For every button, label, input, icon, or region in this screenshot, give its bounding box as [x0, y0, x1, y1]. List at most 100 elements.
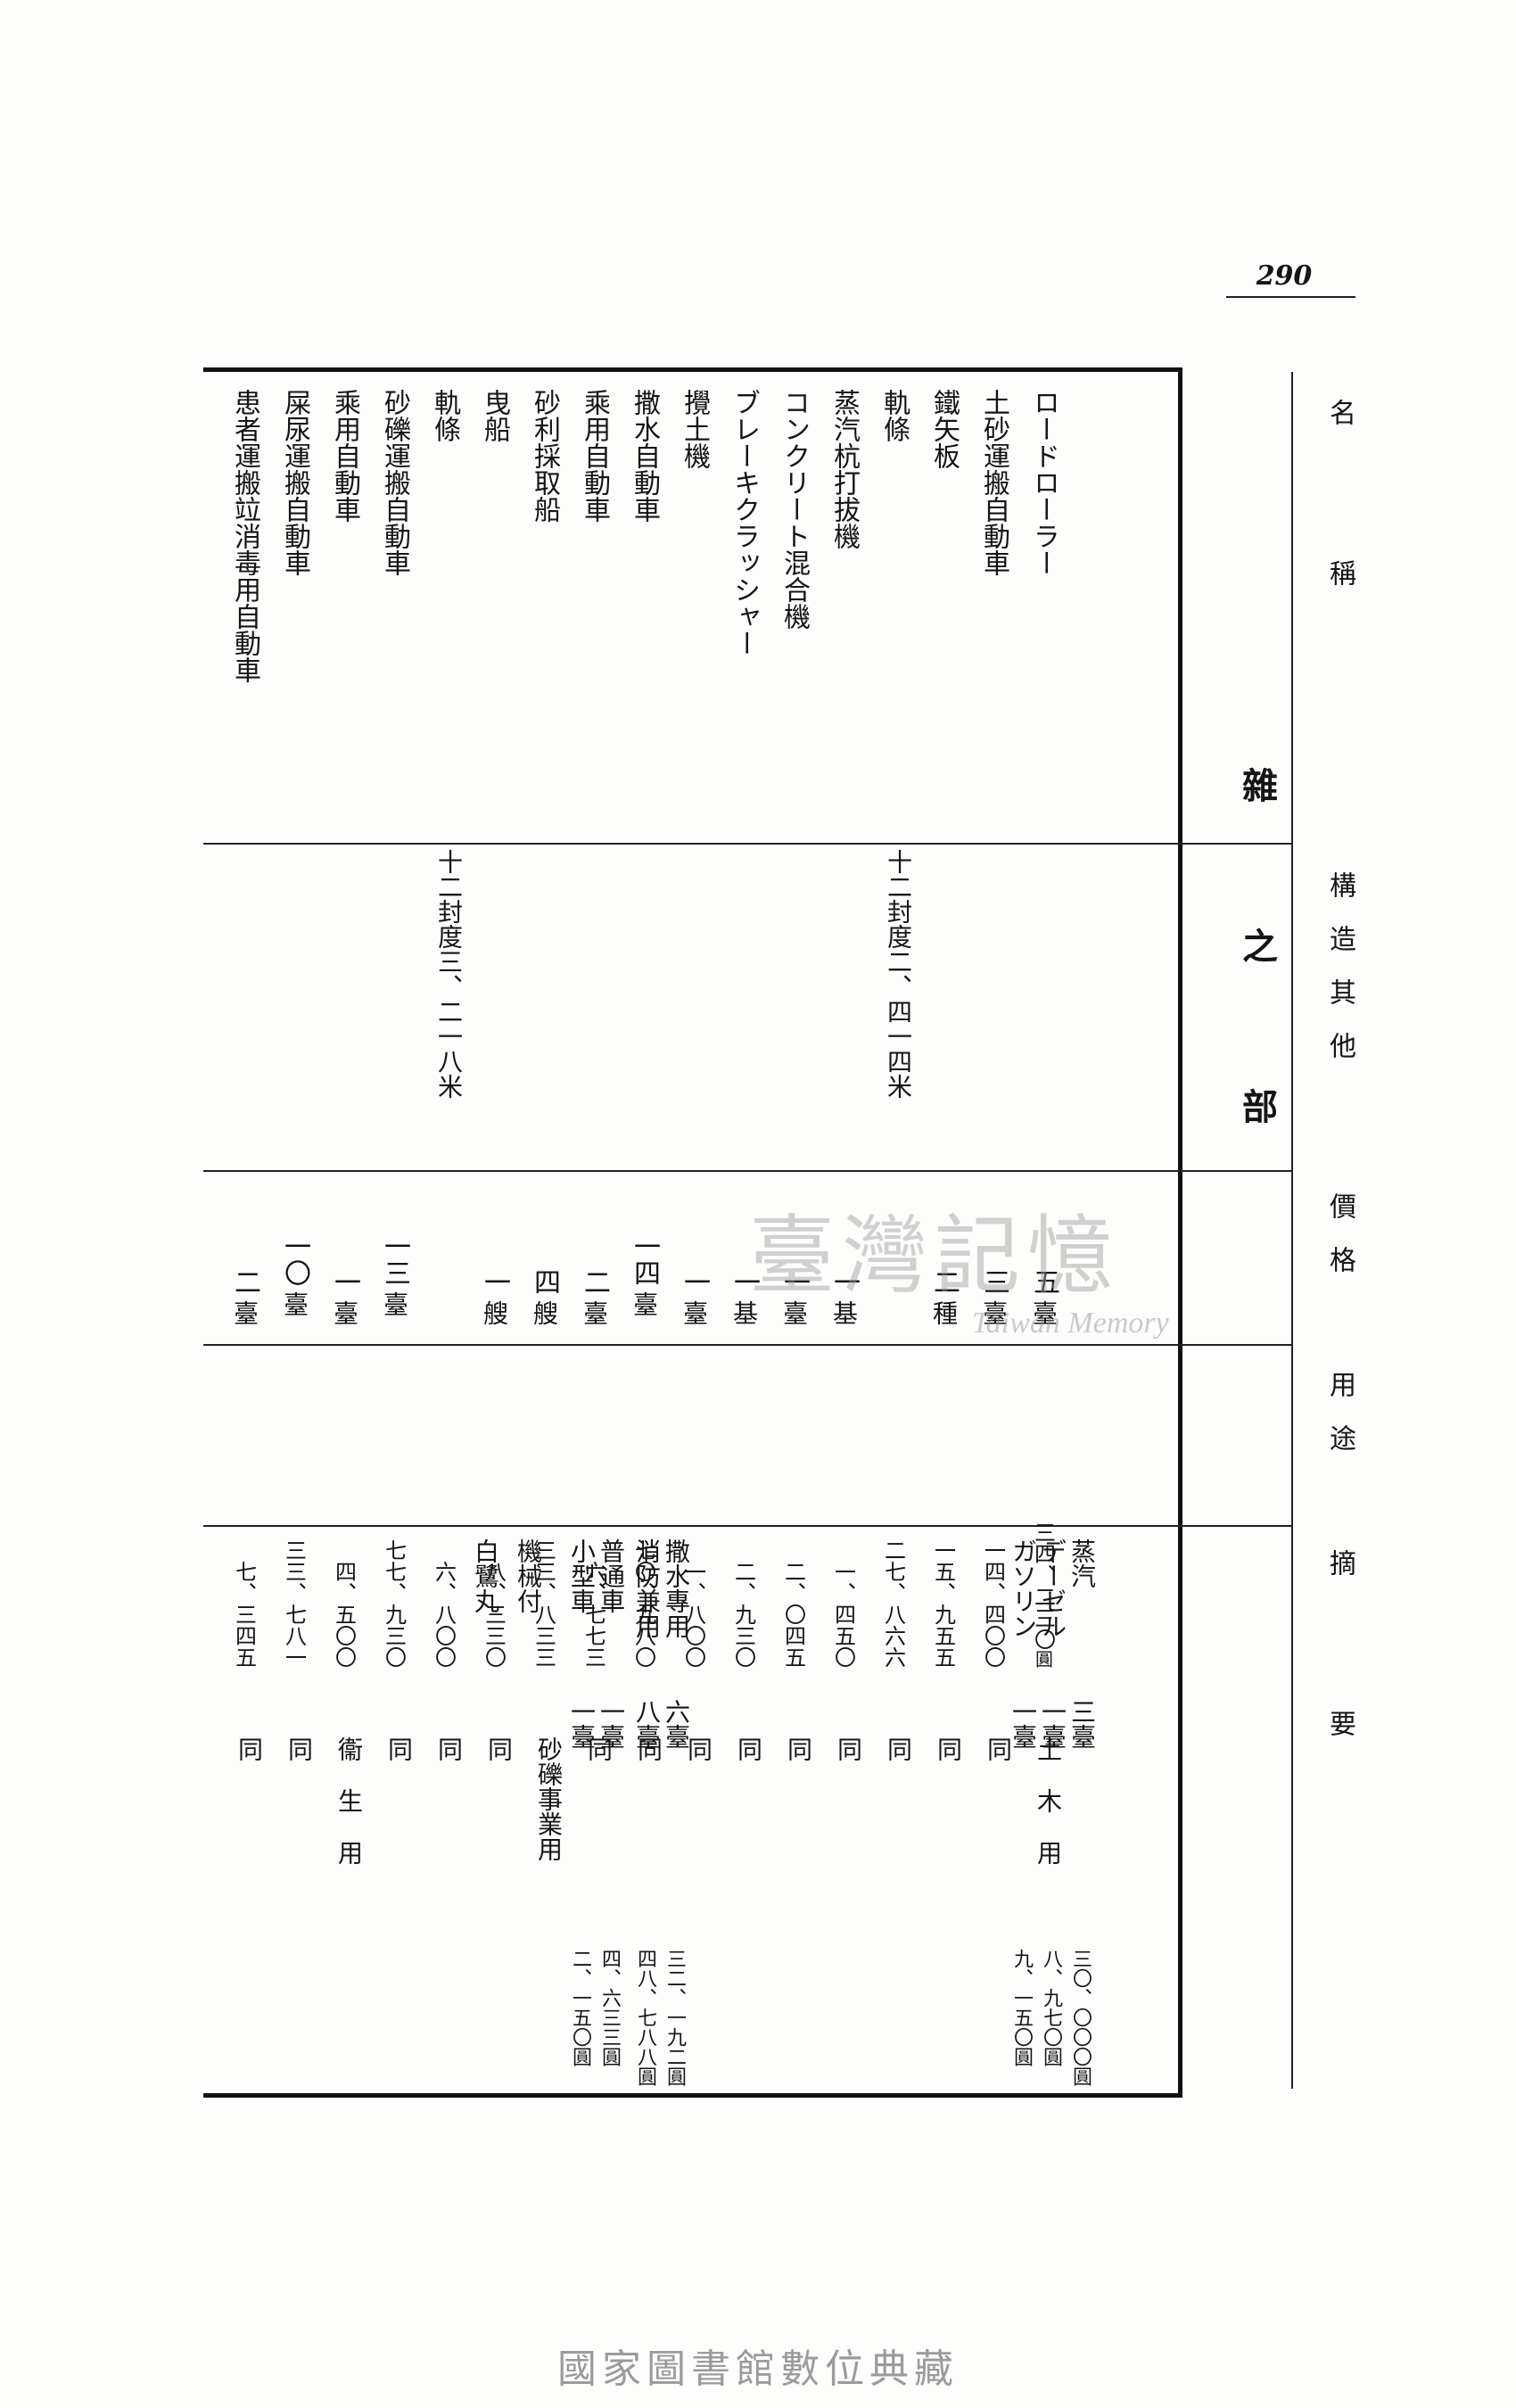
- item-price: 七、三四五: [231, 1561, 257, 1668]
- remark-passenger-label-2: 小型車: [567, 1538, 597, 1613]
- item-count: 一基: [729, 1268, 760, 1325]
- item-price: 二、〇四五: [780, 1561, 806, 1668]
- table-row: 攪土機一臺一、八〇〇同: [671, 367, 716, 2089]
- price-use-divider: [203, 1344, 1291, 1346]
- table-row: コンクリート混合機一臺二、〇四五同: [771, 367, 816, 2089]
- page-number: 290: [1256, 260, 1313, 292]
- item-price: 六、八〇〇: [431, 1561, 457, 1668]
- header-remark: 摘 要: [1324, 1549, 1355, 1736]
- table-row: 乘用自動車一臺四、五〇〇衞生用: [322, 367, 367, 2089]
- table-row: 砂利採取船四艘三三、八三三砂礫事業用: [522, 367, 566, 2089]
- remark-passenger-amount-1: 四、六三三圓: [598, 1949, 621, 2066]
- table-row: 患者運搬竝消毒用自動車二臺七、三四五同: [222, 367, 267, 2089]
- item-use: 同: [834, 1736, 863, 1761]
- item-use: 同: [934, 1736, 963, 1761]
- item-name: 軌條: [878, 389, 910, 442]
- item-name: 蒸汽杭打拔機: [828, 389, 860, 549]
- item-price: 三三、七八一: [281, 1539, 307, 1668]
- watermark: 臺灣記憶 Taiwan Memory: [749, 1186, 1248, 1356]
- remark-roller-label-3: ガソリン: [1009, 1538, 1038, 1638]
- remark-sprinkler-label-1: 撒水專用: [662, 1538, 691, 1638]
- item-use: 同: [484, 1736, 514, 1761]
- remark-passenger-count-1: 一臺: [597, 1699, 626, 1749]
- item-price: 七七、九三〇: [381, 1539, 407, 1668]
- table-row: 軌條十二封度二、四一四米二七、八六六同: [871, 367, 916, 2089]
- equipment-table: 名 稱 構 造 其 他 價 格 用 途 摘 要: [203, 367, 1355, 2098]
- remark-roller-label-1: 蒸汽: [1067, 1538, 1097, 1588]
- remark-sprinkler-amount-2: 四八、七八八圓: [634, 1949, 656, 2086]
- header-use: 用 途: [1324, 1371, 1355, 1451]
- item-price: 一五、九五五: [930, 1539, 956, 1668]
- item-count: 一三臺: [379, 1233, 410, 1316]
- item-price: 六、七七三: [581, 1561, 606, 1668]
- item-name: コンクリート混合機: [779, 389, 810, 630]
- item-price: 一四、四〇〇: [980, 1539, 1006, 1668]
- item-price: 四、五〇〇: [331, 1561, 357, 1668]
- item-name: 攪土機: [679, 389, 710, 469]
- section-title: 雜之部: [1236, 767, 1278, 1249]
- use-remark-divider: [203, 1525, 1291, 1527]
- table-row: 軌條十二封度三、二一八米六、八〇〇同: [422, 367, 466, 2089]
- watermark-english: Taiwan Memory: [972, 1307, 1169, 1340]
- item-use: 砂礫事業用: [534, 1736, 564, 1861]
- item-spec: 十二封度三、二一八米: [434, 849, 464, 1099]
- remark-roller-amount-2: 八、九七〇圓: [1040, 1949, 1062, 2066]
- item-price: 一、八〇〇: [680, 1561, 706, 1668]
- page-number-rule: [1226, 296, 1355, 298]
- item-count: 四艘: [529, 1268, 560, 1325]
- table-row: 蒸汽杭打拔機一基一、四五〇同: [821, 367, 866, 2089]
- item-use: 同: [884, 1736, 913, 1761]
- table-row: 土砂運搬自動車三臺一四、四〇〇同: [971, 367, 1016, 2089]
- item-count: 一臺: [779, 1268, 810, 1325]
- item-name: 土砂運搬自動車: [978, 389, 1009, 576]
- item-count: 一臺: [679, 1268, 710, 1325]
- table-row: 撒水自動車一四臺七〇、九八〇同: [622, 367, 666, 2089]
- remark-roller-amount-3: 九、一五〇圓: [1010, 1949, 1033, 2066]
- header-column-rule: [1291, 372, 1293, 2089]
- remark-roller-label-2: デーゼル: [1038, 1538, 1067, 1638]
- table-right-rule: [1178, 367, 1182, 2098]
- table-row: 屎尿運搬自動車一〇臺三三、七八一同: [272, 367, 317, 2089]
- table-row: ロードローラー五臺三四、二三〇圓土木用: [1021, 367, 1066, 2089]
- item-use: 同: [634, 1736, 663, 1761]
- watermark-chinese: 臺灣記憶: [749, 1206, 1120, 1306]
- footer-archive-label: 國家圖書館數位典藏: [557, 2346, 959, 2392]
- item-use: 同: [384, 1736, 414, 1761]
- item-name: 乘用自動車: [579, 389, 610, 523]
- item-name: 軌條: [429, 389, 460, 442]
- remark-sprinkler-amount-1: 三二、一九二圓: [663, 1949, 686, 2086]
- item-name: ロードローラー: [1028, 389, 1059, 576]
- item-name: ブレーキクラッシャー: [729, 389, 760, 656]
- remark-roller-count-1: 三臺: [1067, 1699, 1097, 1749]
- name-spec-divider: [203, 843, 1291, 845]
- table-row: 砂礫運搬自動車一三臺七七、九三〇同: [372, 367, 416, 2089]
- item-name: 患者運搬竝消毒用自動車: [229, 389, 260, 683]
- item-use: 同: [235, 1736, 264, 1761]
- item-count: 一四臺: [629, 1233, 660, 1316]
- item-name: 鐵矢板: [928, 389, 960, 469]
- spec-price-divider: [203, 1170, 1291, 1172]
- table-row: 曳船一艘八、三三〇同: [472, 367, 516, 2089]
- item-use: 同: [284, 1736, 314, 1761]
- table-rows: ロードローラー五臺三四、二三〇圓土木用土砂運搬自動車三臺一四、四〇〇同鐵矢板二種…: [0, 367, 1516, 2089]
- table-row: ブレーキクラッシャー一基二、九三〇同: [721, 367, 766, 2089]
- item-name: 砂利採取船: [529, 389, 560, 523]
- item-use: 同: [784, 1736, 813, 1761]
- item-use: 同: [984, 1736, 1013, 1761]
- item-count: 一艘: [479, 1268, 510, 1325]
- item-count: 二臺: [579, 1268, 610, 1325]
- item-price: 八、三三〇: [481, 1561, 507, 1668]
- item-name: 曳船: [479, 389, 510, 442]
- item-count: 五臺: [1028, 1268, 1059, 1325]
- remark-sprinkler-count-2: 八臺: [632, 1699, 662, 1749]
- item-use: 同: [434, 1736, 464, 1761]
- item-name: 乘用自動車: [329, 389, 360, 523]
- item-price: 三三、八三三: [531, 1539, 556, 1668]
- item-name: 撒水自動車: [629, 389, 660, 523]
- remark-roller-count-2: 一臺: [1038, 1699, 1067, 1749]
- item-use: 同: [584, 1736, 614, 1761]
- header-price: 價 格: [1324, 1192, 1355, 1273]
- item-use: 同: [734, 1736, 763, 1761]
- item-count: 二種: [928, 1268, 960, 1325]
- item-count: 一〇臺: [279, 1233, 310, 1316]
